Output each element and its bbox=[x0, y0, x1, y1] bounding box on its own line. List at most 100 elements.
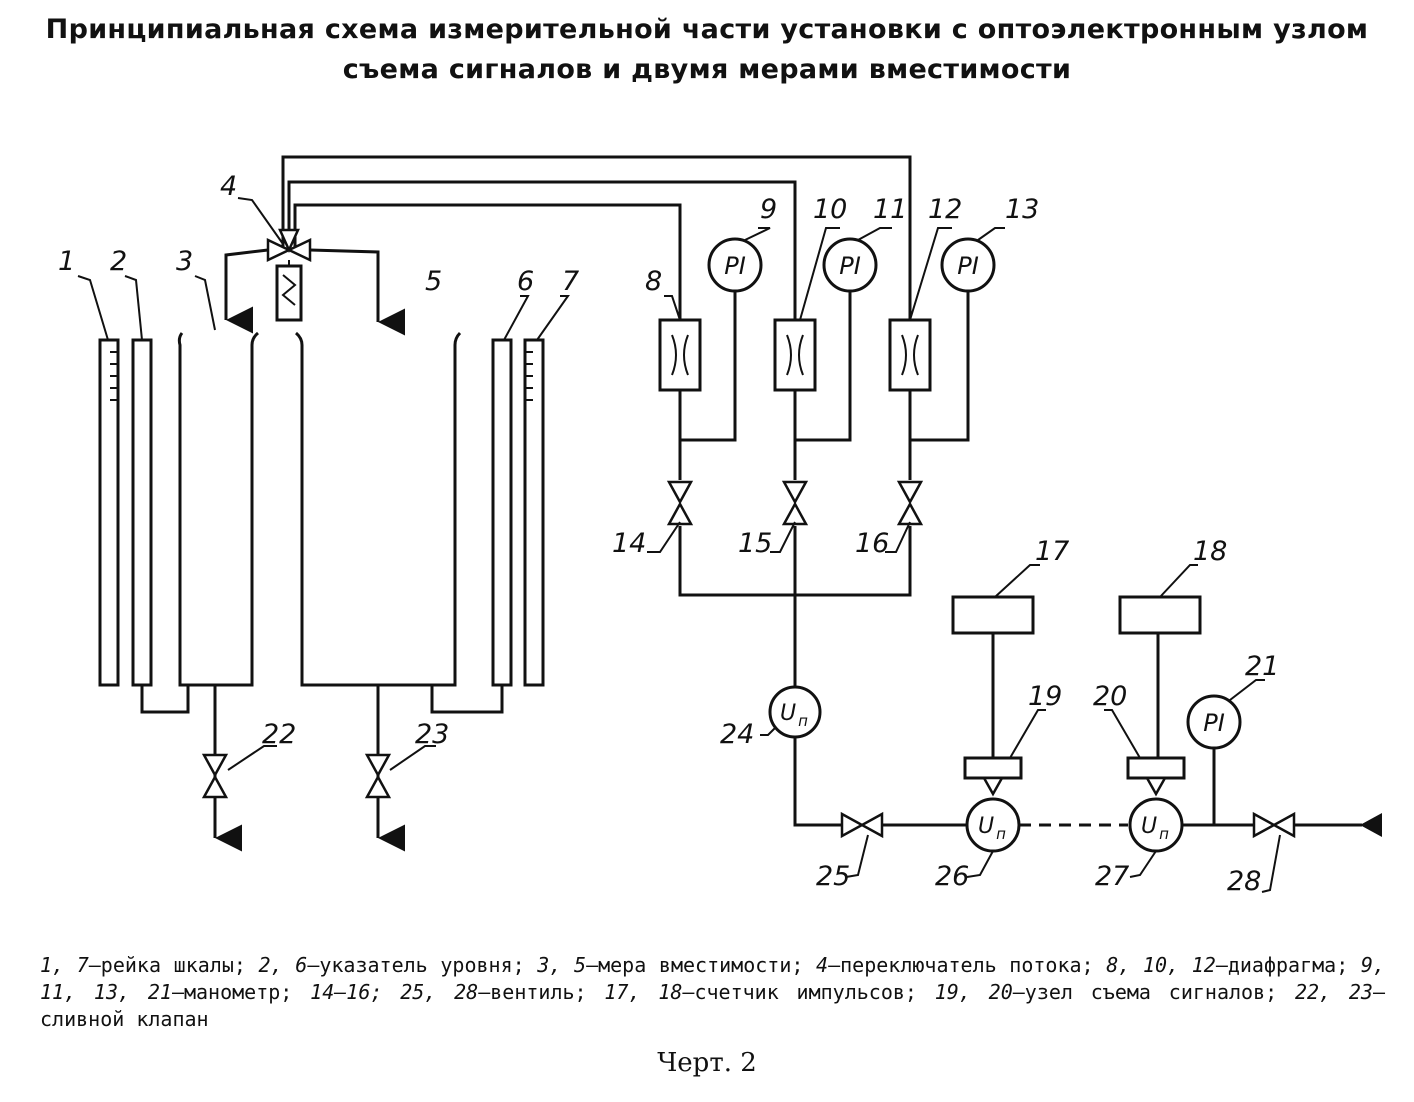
label-25: 25 bbox=[816, 861, 850, 892]
legend-num-0: 1, 7 bbox=[40, 953, 89, 977]
label-14: 14 bbox=[612, 528, 646, 559]
legend-num-4: 8, 10, 12 bbox=[1106, 953, 1216, 977]
flow-switch-4 bbox=[266, 228, 312, 322]
legend-text-8: —узел съема сигналов; bbox=[1012, 980, 1295, 1004]
level-indicator-2 bbox=[131, 338, 153, 687]
level-indicator-6 bbox=[491, 338, 513, 687]
legend-text-4: —диафрагма; bbox=[1215, 953, 1361, 977]
svg-text:п: п bbox=[996, 825, 1006, 843]
label-10: 10 bbox=[813, 194, 847, 225]
label-7: 7 bbox=[562, 266, 579, 297]
label-22: 22 bbox=[262, 719, 296, 750]
valve-25 bbox=[840, 811, 884, 839]
diaphragm-12 bbox=[888, 318, 932, 392]
diagram-title: Принципиальная схема измерительной части… bbox=[0, 10, 1414, 90]
legend-text-5: —манометр; bbox=[171, 980, 311, 1004]
svg-text:PI: PI bbox=[957, 252, 979, 280]
pipe-top-loop-outer bbox=[281, 155, 912, 320]
svg-text:U: U bbox=[978, 814, 994, 839]
legend-text-1: —указатель уровня; bbox=[307, 953, 538, 977]
legend-num-3: 4 bbox=[816, 953, 829, 977]
label-19: 19 bbox=[1028, 681, 1062, 712]
pressure-gauge-21: PI bbox=[1186, 694, 1242, 750]
label-21: 21 bbox=[1245, 651, 1279, 682]
legend-num-8: 19, 20 bbox=[934, 980, 1013, 1004]
flow-meter-24: U п bbox=[768, 685, 822, 739]
svg-text:U: U bbox=[1141, 814, 1157, 839]
legend-text-9: —сливной клапан bbox=[40, 980, 1386, 1031]
label-17: 17 bbox=[1035, 536, 1069, 567]
leader-lines bbox=[77, 197, 1281, 893]
legend-num-5: 9, 11, 13, 21 bbox=[40, 953, 1385, 1004]
diaphragm-10 bbox=[773, 318, 817, 392]
label-6: 6 bbox=[517, 266, 534, 297]
outlet-to-vessel-5 bbox=[309, 248, 405, 336]
label-26: 26 bbox=[935, 861, 969, 892]
diaphragm-8 bbox=[658, 318, 702, 392]
label-12: 12 bbox=[928, 194, 962, 225]
pulse-counter-17 bbox=[951, 595, 1035, 635]
pressure-gauge-11: PI bbox=[822, 237, 878, 293]
figure-caption: Черт. 2 bbox=[657, 1048, 757, 1078]
label-27: 27 bbox=[1095, 861, 1129, 892]
label-15: 15 bbox=[738, 528, 772, 559]
label-28: 28 bbox=[1227, 866, 1261, 897]
callout-labels: 1 2 3 4 5 6 7 8 9 10 11 12 13 14 15 16 1… bbox=[58, 171, 1279, 897]
schematic: PI PI PI U п U bbox=[58, 155, 1382, 897]
label-5: 5 bbox=[425, 266, 442, 297]
label-16: 16 bbox=[855, 528, 889, 559]
signal-unit-20 bbox=[1126, 756, 1186, 797]
label-4: 4 bbox=[220, 171, 237, 202]
pipe-indicator-6 bbox=[430, 685, 504, 714]
legend-num-9: 22, 23 bbox=[1294, 980, 1373, 1004]
legend-text-0: —рейка шкалы; bbox=[88, 953, 259, 977]
valve-14 bbox=[666, 480, 694, 526]
pipe-indicator-2 bbox=[140, 685, 190, 714]
svg-text:п: п bbox=[1159, 825, 1169, 843]
flow-meter-27: U п bbox=[1128, 797, 1184, 853]
drain-valve-23 bbox=[364, 753, 392, 799]
flow-meter-26: U п bbox=[965, 797, 1021, 853]
label-24: 24 bbox=[720, 719, 754, 750]
inlet-arrow bbox=[1360, 813, 1382, 837]
legend-num-7: 17, 18 bbox=[604, 980, 683, 1004]
pressure-gauge-13: PI bbox=[940, 237, 996, 293]
vessel-5 bbox=[295, 331, 462, 687]
label-2: 2 bbox=[110, 246, 127, 277]
title-line-1: Принципиальная схема измерительной части… bbox=[45, 14, 1369, 45]
pipe-top-loop-middle bbox=[287, 180, 797, 320]
legend-text-7: —счетчик импульсов; bbox=[682, 980, 935, 1004]
vessel-3 bbox=[177, 331, 259, 687]
svg-text:PI: PI bbox=[839, 252, 861, 280]
valve-15 bbox=[781, 480, 809, 526]
pressure-gauge-9: PI bbox=[707, 237, 763, 293]
legend-text-6: —вентиль; bbox=[478, 980, 605, 1004]
title-line-2: съема сигналов и двумя мерами вместимост… bbox=[342, 54, 1072, 85]
scale-rail-7 bbox=[523, 338, 545, 687]
label-13: 13 bbox=[1005, 194, 1039, 225]
pulse-counter-18 bbox=[1118, 595, 1202, 635]
signal-unit-19 bbox=[963, 756, 1023, 797]
legend-text-3: —переключатель потока; bbox=[828, 953, 1107, 977]
svg-text:U: U bbox=[780, 701, 796, 726]
svg-text:п: п bbox=[798, 712, 808, 730]
outlet-to-vessel-3 bbox=[224, 248, 269, 334]
label-23: 23 bbox=[415, 719, 449, 750]
valve-28 bbox=[1252, 811, 1296, 839]
label-20: 20 bbox=[1093, 681, 1127, 712]
pipe-top-loop-inner bbox=[293, 203, 682, 320]
label-11: 11 bbox=[873, 194, 907, 225]
drain-valve-22 bbox=[201, 753, 229, 799]
svg-text:PI: PI bbox=[1203, 709, 1225, 737]
legend-num-1: 2, 6 bbox=[258, 953, 308, 977]
valve-16 bbox=[896, 480, 924, 526]
label-3: 3 bbox=[176, 246, 193, 277]
label-8: 8 bbox=[645, 266, 662, 297]
label-9: 9 bbox=[760, 194, 777, 225]
legend-num-2: 3, 5 bbox=[537, 953, 587, 977]
svg-text:PI: PI bbox=[724, 252, 746, 280]
scale-rail-1 bbox=[98, 338, 120, 687]
legend: 1, 7—рейка шкалы; 2, 6—указатель уровня;… bbox=[40, 952, 1385, 1033]
label-1: 1 bbox=[58, 246, 75, 277]
label-18: 18 bbox=[1193, 536, 1227, 567]
